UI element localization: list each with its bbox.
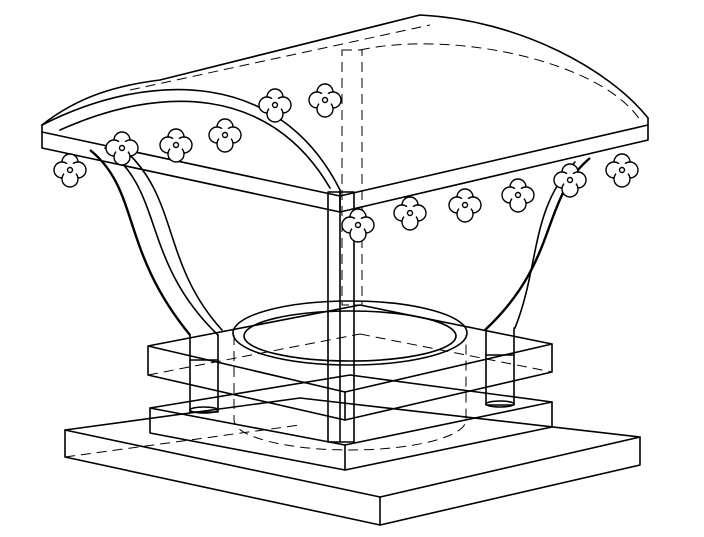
legs [189, 354, 515, 414]
flower-trim [53, 83, 639, 243]
flower-ornament [159, 128, 193, 163]
flower-ornament [258, 88, 292, 123]
flower-ornament [448, 188, 482, 223]
roof [41, 14, 649, 213]
flower-ornament [501, 178, 535, 213]
flower-ornament [105, 131, 139, 166]
middle-slab [149, 374, 553, 471]
flower-ornament [393, 196, 427, 231]
base-slab [64, 397, 641, 526]
posts [327, 49, 363, 443]
upper-slab [147, 304, 553, 421]
flower-ornament [53, 153, 87, 188]
flower-ornament [208, 118, 242, 153]
flower-ornament [341, 208, 375, 243]
well-ring [232, 300, 468, 451]
flower-ornament [553, 163, 587, 198]
flower-ornament [605, 153, 639, 188]
flower-ornament [308, 83, 342, 118]
